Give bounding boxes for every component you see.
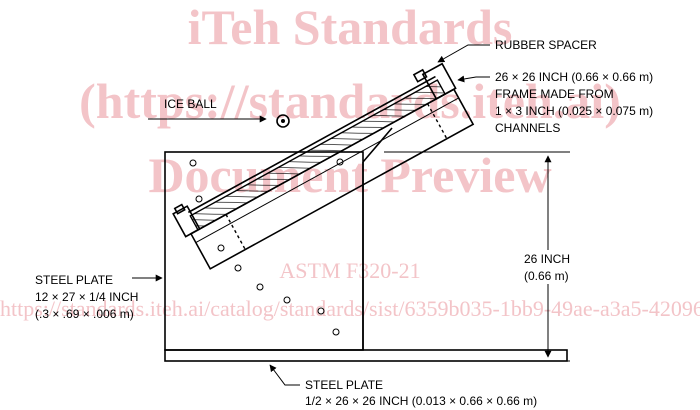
rubber-spacer-block bbox=[412, 68, 428, 83]
watermark: iTeh Standards (https://standards.iteh.a… bbox=[0, 0, 700, 321]
frame-label-line1: 26 × 26 INCH (0.66 × 0.66 m) bbox=[495, 70, 653, 84]
side-plate-label-line1: STEEL PLATE bbox=[35, 273, 113, 287]
side-plate-label-line2: 12 × 27 × 1/4 INCH bbox=[35, 290, 138, 304]
height-label-bg bbox=[520, 250, 578, 284]
plate-hole bbox=[234, 264, 242, 272]
test-panel bbox=[189, 79, 447, 231]
base-steel-plate bbox=[164, 349, 568, 362]
lower-spacer-block bbox=[173, 203, 186, 215]
watermark-line2: (https://standards.iteh.ai) bbox=[79, 73, 621, 129]
plate-hole bbox=[317, 307, 325, 315]
height-label-line2: (0.66 m) bbox=[524, 269, 569, 283]
lower-clamp bbox=[172, 205, 201, 238]
support-strut-top bbox=[362, 127, 393, 163]
ice-ball-center bbox=[281, 119, 285, 123]
watermark-standard: ASTM F320-21 bbox=[279, 258, 420, 283]
upper-clamp bbox=[421, 62, 457, 100]
frame-label-line4: CHANNELS bbox=[495, 121, 560, 135]
inclined-frame bbox=[172, 62, 475, 270]
watermark-url: https://standards.iteh.ai/catalog/standa… bbox=[0, 296, 700, 321]
channel-flange bbox=[195, 97, 459, 243]
height-label-line1: 26 INCH bbox=[524, 252, 570, 266]
base-plate-leader bbox=[269, 364, 300, 386]
plate-hole bbox=[195, 195, 203, 203]
base-plate-label-line2: 1/2 × 26 × 26 INCH (0.013 × 0.66 × 0.66 … bbox=[305, 394, 537, 408]
ice-ball-icon bbox=[276, 114, 290, 128]
plate-hole bbox=[217, 244, 225, 252]
frame-label-line2: FRAME MADE FROM bbox=[495, 87, 614, 101]
watermark-line3: Document Preview bbox=[148, 147, 551, 203]
hidden-edge bbox=[426, 103, 448, 140]
plate-hole bbox=[332, 328, 340, 336]
rubber-spacer-leader bbox=[437, 44, 490, 63]
retaining-strip bbox=[187, 75, 436, 214]
side-plate-label-line3: (.3 × .69 × .006 m) bbox=[35, 307, 134, 321]
frame-leader bbox=[457, 75, 490, 83]
ice-ball-label: ICE BALL bbox=[164, 97, 217, 111]
plate-hole bbox=[283, 296, 291, 304]
plate-hole bbox=[189, 159, 197, 167]
ice-ball bbox=[276, 114, 290, 128]
watermark-line1: iTeh Standards bbox=[188, 0, 513, 55]
frame-label-line3: 1 × 3 INCH (0.025 × 0.075 m) bbox=[495, 104, 653, 118]
plate-hole bbox=[256, 283, 264, 291]
base-plate-label-line1: STEEL PLATE bbox=[305, 378, 383, 392]
hidden-edge bbox=[225, 214, 246, 250]
rubber-spacer-label: RUBBER SPACER bbox=[495, 38, 597, 52]
